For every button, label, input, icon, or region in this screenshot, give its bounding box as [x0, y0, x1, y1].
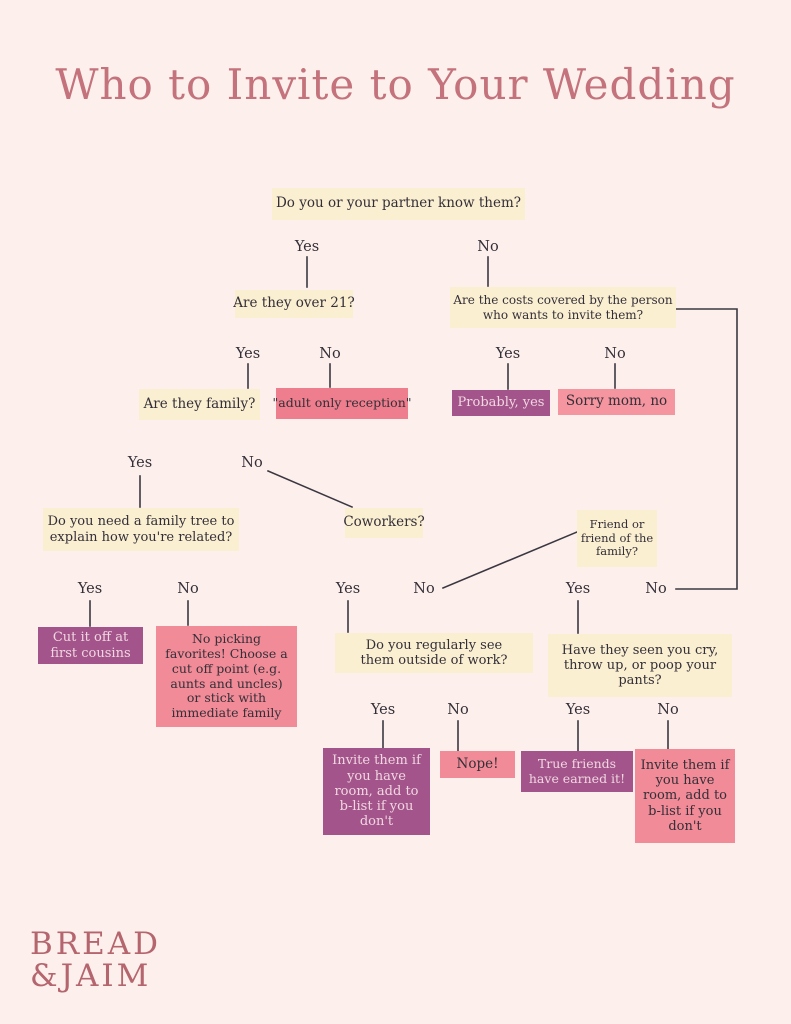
- page-title: Who to Invite to Your Wedding: [55, 60, 736, 109]
- answer-know-no: No: [477, 239, 499, 255]
- node-over-21: Are they over 21?: [233, 290, 355, 318]
- answer-familytree-no: No: [177, 581, 199, 597]
- brand-logo: BREAD &JAIM: [30, 926, 161, 995]
- answer-costs-no: No: [604, 346, 626, 362]
- answer-work-yes: Yes: [370, 702, 396, 718]
- answer-work-no: No: [447, 702, 469, 718]
- answer-over21-yes: Yes: [235, 346, 261, 362]
- node-family-tree: Do you need a family tree to explain how…: [43, 508, 239, 551]
- answer-friend-yes: Yes: [565, 581, 591, 597]
- node-invite-blist-right: Invite them if you have room, add to b-l…: [635, 749, 735, 843]
- node-true-friends: True friends have earned it!: [521, 751, 633, 792]
- answer-know-yes: Yes: [294, 239, 320, 255]
- node-cut-off-first-cousins: Cut it off at first cousins: [38, 627, 143, 664]
- answer-family-yes: Yes: [127, 455, 153, 471]
- node-friend-of-family: Friend or friend of the family?: [577, 510, 657, 567]
- answer-family-no: No: [241, 455, 263, 471]
- node-nope: Nope!: [440, 751, 515, 778]
- answer-over21-no: No: [319, 346, 341, 362]
- answer-coworkers-no: No: [413, 581, 435, 597]
- node-are-they-family: Are they family?: [139, 389, 260, 420]
- node-invite-blist-left: Invite them if you have room, add to b-l…: [323, 748, 430, 835]
- answer-familytree-yes: Yes: [77, 581, 103, 597]
- answer-cry-no: No: [657, 702, 679, 718]
- brand-logo-line1: BREAD: [30, 926, 161, 962]
- node-coworkers: Coworkers?: [343, 508, 425, 538]
- answer-cry-yes: Yes: [565, 702, 591, 718]
- node-costs-covered: Are the costs covered by the person who …: [450, 287, 676, 328]
- node-sorry-mom-no: Sorry mom, no: [558, 389, 675, 415]
- answer-costs-yes: Yes: [495, 346, 521, 362]
- node-outside-work: Do you regularly see them outside of wor…: [335, 633, 533, 673]
- node-adult-only-reception: "adult only reception": [273, 388, 412, 419]
- node-no-picking-favorites: No picking favorites! Choose a cut off p…: [156, 626, 297, 727]
- answer-coworkers-yes: Yes: [335, 581, 361, 597]
- node-know-them: Do you or your partner know them?: [272, 188, 525, 220]
- brand-logo-line2: &JAIM: [30, 958, 152, 995]
- node-seen-you-cry: Have they seen you cry, throw up, or poo…: [548, 634, 732, 697]
- answer-friend-no: No: [645, 581, 667, 597]
- node-probably-yes: Probably, yes: [452, 390, 550, 416]
